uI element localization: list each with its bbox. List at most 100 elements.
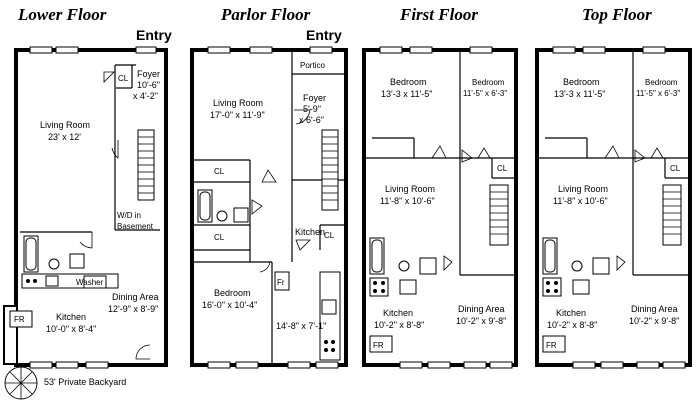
first-floor-dining-label: Dining Area [458, 304, 505, 314]
top-floor-bed2-dim: 11'-5" x 6'-3" [636, 89, 680, 98]
lower-floor-closet-door [103, 71, 115, 83]
first-floor-kitchen-label: Kitchen [383, 308, 413, 318]
parlor-floor-window [287, 361, 311, 369]
top-floor-bed1-label: Bedroom [563, 77, 600, 87]
first-floor-title: First Floor [399, 5, 478, 24]
lower-floor-foyer-dim1: 10'-6" [137, 80, 160, 90]
first-floor-kitchen-dim: 10'-2" x 8'-8" [374, 320, 424, 330]
top-floor-window [600, 361, 624, 369]
parlor-floor-fridge [274, 271, 290, 291]
first-floor-toilet [398, 260, 410, 272]
top-floor-burner [546, 289, 550, 293]
top-floor-toilet [571, 260, 583, 272]
lower-floor-window [85, 361, 109, 369]
top-floor-stairs [662, 184, 682, 246]
lower-floor-door [79, 232, 93, 249]
lower-floor-window [55, 361, 79, 369]
first-floor-bed2-label: Bedroom [472, 78, 505, 87]
top-floor-title: Top Floor [582, 5, 652, 24]
lower-floor-fr-label: FR [14, 315, 25, 324]
first-floor-living-label: Living Room [385, 184, 435, 194]
parlor-floor-entry-label: Entry [306, 27, 342, 43]
parlor-floor-window [235, 361, 259, 369]
top-floor-dining-dim: 10'-2" x 9'-8" [629, 316, 679, 326]
parlor-floor-fr-label: Fr [277, 278, 285, 287]
top-floor-burner [546, 281, 550, 285]
lower-floor-toilet [48, 258, 60, 270]
parlor-floor-burner [324, 348, 328, 352]
first-floor-burner [373, 281, 377, 285]
first-floor-window [489, 361, 513, 369]
top-floor-sink [592, 257, 610, 275]
lower-floor-outer-wall [14, 48, 168, 367]
first-floor-closet-label: CL [497, 164, 508, 173]
lower-floor-entry-door-gap [135, 46, 157, 54]
top-floor-burner [554, 289, 558, 293]
parlor-floor-foyer-dim2: x 6'-6" [299, 115, 324, 125]
first-floor-door [431, 145, 447, 159]
lower-floor-dining-dim: 12'-9" x 8'-9" [108, 304, 158, 314]
lower-floor-stairs [137, 129, 155, 201]
parlor-floor-counter [319, 271, 341, 361]
lower-floor-washer-label: Washer [76, 278, 104, 287]
lower-floor-living-dim: 23' x 12' [48, 132, 81, 142]
parlor-floor-toilet [216, 210, 228, 222]
top-floor-window [636, 361, 660, 369]
parlor-floor-portico-label: Portico [300, 61, 325, 70]
lower-floor-living-label: Living Room [40, 120, 90, 130]
first-floor-bed2-dim: 11'-5" x 6'-3" [463, 89, 507, 98]
top-floor-bathtub-inner [544, 239, 556, 273]
first-floor-stove [369, 277, 389, 297]
first-floor-door [461, 149, 473, 163]
parlor-floor-window [207, 46, 231, 54]
first-floor: First Floor [362, 5, 518, 369]
first-floor-burner [381, 289, 385, 293]
top-floor-door [634, 149, 646, 163]
first-floor-fridge [369, 335, 393, 353]
first-floor-fr-label: FR [373, 341, 384, 350]
parlor-floor-door [294, 109, 311, 125]
parlor-floor-window [207, 361, 231, 369]
lower-floor-title: Lower Floor [17, 5, 107, 24]
top-floor: Top Floor [535, 5, 692, 369]
top-floor-kitchen-sink [572, 279, 590, 295]
lower-floor-window [55, 46, 79, 54]
top-floor-window [642, 46, 666, 54]
top-floor-door [650, 147, 664, 159]
parlor-floor-kitchen-dim: 14'-8" x 7'-1" [276, 321, 326, 331]
parlor-floor-burner [331, 348, 335, 352]
parlor-floor-entry-door-gap [309, 46, 333, 54]
first-floor-kitchen-sink [399, 279, 417, 295]
parlor-floor-stairs [321, 129, 339, 211]
parlor-floor-bathtub-inner [199, 191, 211, 221]
lower-floor-kitchen-sink [45, 275, 59, 287]
parlor-floor-window [249, 46, 273, 54]
lower-floor-washer [83, 275, 107, 289]
top-floor-bed1-dim: 13'-3 x 11'-5" [554, 89, 606, 99]
lower-floor-closet-label: CL [118, 74, 129, 83]
parlor-floor-kitchen-label: Kitchen [295, 227, 325, 237]
parlor-floor-door [258, 261, 271, 273]
parlor-floor-foyer-label: Foyer [303, 93, 326, 103]
parlor-floor-closet-b-label: CL [214, 233, 225, 242]
first-floor-window [399, 361, 423, 369]
lower-floor-window [29, 46, 53, 54]
first-floor-sink [419, 257, 437, 275]
first-floor-dining-dim: 10'-2" x 9'-8" [456, 316, 506, 326]
lower-floor-entry-label: Entry [136, 27, 172, 43]
backyard: 53' Private Backyard [4, 366, 126, 400]
top-floor-kitchen-label: Kitchen [556, 308, 586, 318]
first-floor-bed1-label: Bedroom [390, 77, 427, 87]
top-floor-door [616, 255, 626, 271]
parlor-floor-sink [233, 207, 249, 223]
parlor-floor-foyer-dim1: 5'-9" [303, 104, 321, 114]
top-floor-outer-wall [535, 48, 692, 367]
lower-floor-door [111, 140, 119, 159]
lower-floor-wd-line1: W/D in [117, 211, 141, 220]
top-floor-fridge [542, 335, 566, 353]
first-floor-burner [381, 281, 385, 285]
first-floor-outer-wall [362, 48, 518, 367]
lower-floor-bathtub-inner [25, 237, 37, 271]
first-floor-burner [373, 289, 377, 293]
